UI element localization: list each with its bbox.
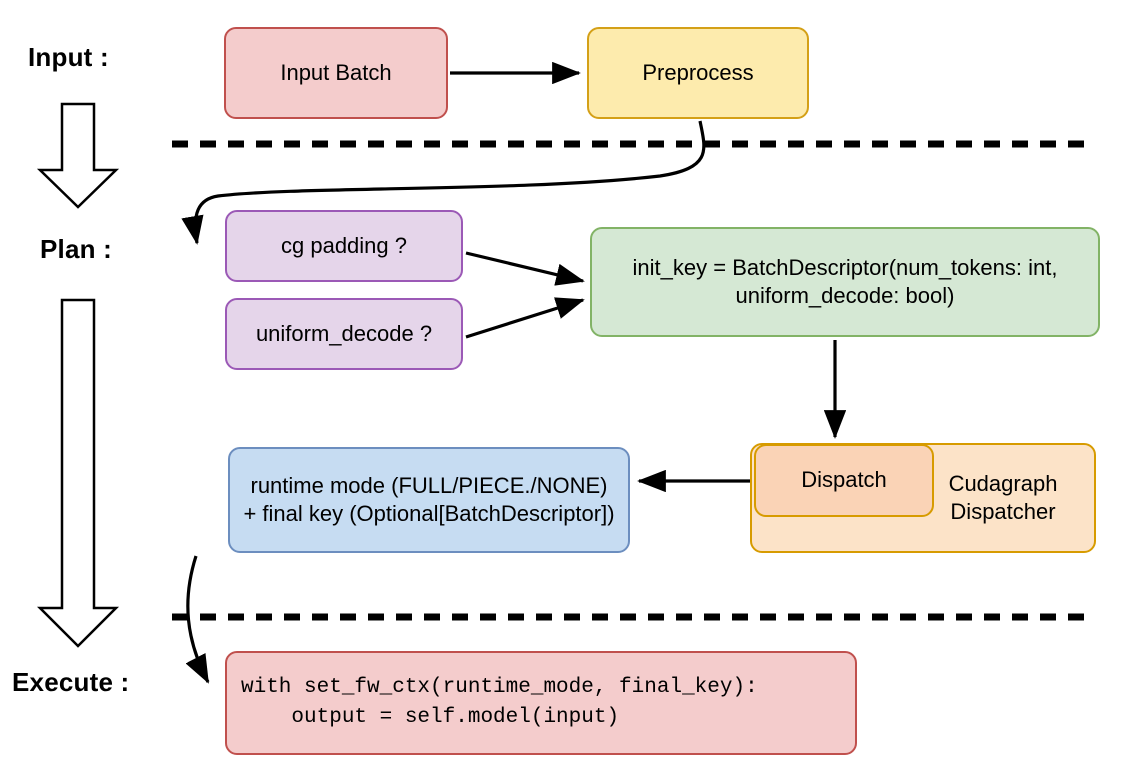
node-uniform-decode[interactable]: uniform_decode ? <box>225 298 463 370</box>
stage-label-input: Input : <box>28 42 109 72</box>
stage-label-execute: Execute : <box>12 667 130 697</box>
connector-cg-padding-to-init-key <box>465 251 585 286</box>
node-execute-code-text: with set_fw_ctx(runtime_mode, final_key)… <box>241 675 758 729</box>
node-execute-code-block[interactable]: with set_fw_ctx(runtime_mode, final_key)… <box>225 651 857 755</box>
node-runtime-mode[interactable]: runtime mode (FULL/PIECE./NONE) + final … <box>228 447 630 553</box>
stage-flow-arrow-plan-to-execute <box>36 298 120 648</box>
node-cg-padding-label: cg padding ? <box>281 232 407 258</box>
node-dispatch[interactable]: Dispatch <box>754 444 934 517</box>
node-preprocess-label: Preprocess <box>642 59 754 85</box>
node-dispatch-label: Dispatch <box>801 467 887 493</box>
node-cudagraph-dispatcher-label: Cudagraph Dispatcher <box>948 470 1058 524</box>
node-runtime-mode-label: runtime mode (FULL/PIECE./NONE) + final … <box>243 472 615 526</box>
node-preprocess[interactable]: Preprocess <box>587 27 809 119</box>
connector-uniform-decode-to-init-key <box>465 297 585 339</box>
node-init-key-label: init_key = BatchDescriptor(num_tokens: i… <box>632 254 1058 308</box>
stage-label-plan: Plan : <box>40 234 112 264</box>
stage-flow-arrow-input-to-plan <box>36 102 120 209</box>
node-input-batch[interactable]: Input Batch <box>224 27 448 119</box>
node-init-key[interactable]: init_key = BatchDescriptor(num_tokens: i… <box>590 227 1100 337</box>
connector-runtime-mode-to-code <box>185 555 210 684</box>
node-input-batch-label: Input Batch <box>280 59 392 85</box>
node-uniform-decode-label: uniform_decode ? <box>255 320 433 346</box>
node-cg-padding[interactable]: cg padding ? <box>225 210 463 282</box>
